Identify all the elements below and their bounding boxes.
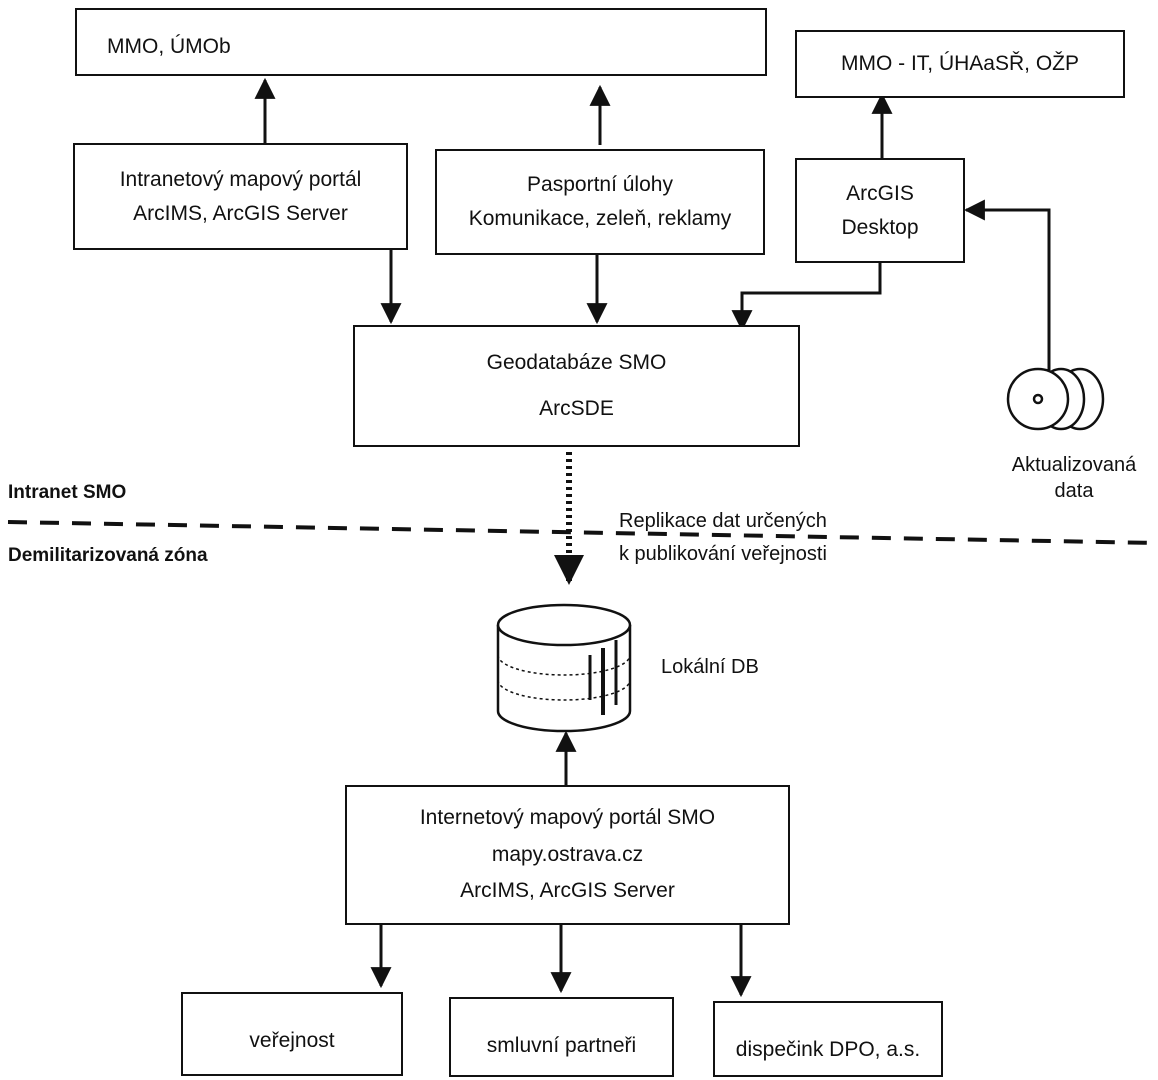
pasport-line1: Pasportní úlohy [527, 173, 673, 197]
intranet-zone-label: Intranet SMO [8, 482, 127, 503]
lokalni-db-label: Lokální DB [661, 656, 759, 678]
internet-portal-line3: ArcIMS, ArcGIS Server [460, 879, 675, 903]
box-intranet-portal: Intranetový mapový portál ArcIMS, ArcGIS… [73, 143, 408, 250]
internet-portal-line1: Internetový mapový portál SMO [419, 805, 716, 829]
aktualizovana-line2: data [1054, 480, 1094, 502]
verejnost-label: veřejnost [249, 1029, 335, 1052]
box-dispecink: dispečink DPO, a.s. [713, 1001, 943, 1077]
zone-boundary-dashed [7, 520, 1158, 545]
geodatabase-line2: ArcSDE [539, 397, 614, 420]
pasport-line2: Komunikace, zeleň, reklamy [468, 207, 732, 230]
box-geodatabase: Geodatabáze SMO ArcSDE [353, 325, 800, 447]
box-partneri: smluvní partneři [449, 997, 674, 1077]
replikace-label: Replikace dat určených k publikování veř… [619, 505, 827, 571]
arcgis-desktop-line1: ArcGIS [846, 181, 914, 205]
box-verejnost: veřejnost [181, 992, 403, 1076]
box-arcgis-desktop: ArcGIS Desktop [795, 158, 965, 263]
replikace-line2: k publikování veřejnosti [619, 543, 827, 565]
intranet-portal-line1: Intranetový mapový portál [119, 167, 362, 191]
box-mmo-it: MMO - IT, ÚHAaSŘ, OŽP [795, 30, 1125, 98]
arcgis-desktop-line2: Desktop [841, 215, 919, 239]
partneri-label: smluvní partneři [486, 1034, 637, 1057]
replikace-line1: Replikace dat určených [619, 510, 827, 532]
arrow-desktop-to-geodb [731, 263, 882, 332]
box-mmo-umob: MMO, ÚMOb [75, 8, 767, 76]
aktualizovana-data-label: Aktualizovaná data [992, 452, 1156, 504]
cd-disk-stack-icon [1006, 367, 1105, 431]
arrow-data-to-desktop [963, 199, 1051, 375]
database-cylinder-icon [496, 603, 632, 733]
internet-portal-line2: mapy.ostrava.cz [491, 842, 644, 866]
geodatabase-line1: Geodatabáze SMO [486, 350, 667, 374]
intranet-portal-line2: ArcIMS, ArcGIS Server [133, 201, 348, 225]
box-mmo-it-label: MMO - IT, ÚHAaSŘ, OŽP [840, 52, 1079, 76]
dispecink-label: dispečink DPO, a.s. [735, 1038, 921, 1061]
dmz-zone-label: Demilitarizovaná zóna [8, 545, 208, 566]
box-mmo-umob-label: MMO, ÚMOb [107, 35, 231, 58]
aktualizovana-line1: Aktualizovaná [1011, 454, 1137, 476]
box-pasport: Pasportní úlohy Komunikace, zeleň, rekla… [435, 149, 765, 255]
box-internet-portal: Internetový mapový portál SMO mapy.ostra… [345, 785, 790, 925]
